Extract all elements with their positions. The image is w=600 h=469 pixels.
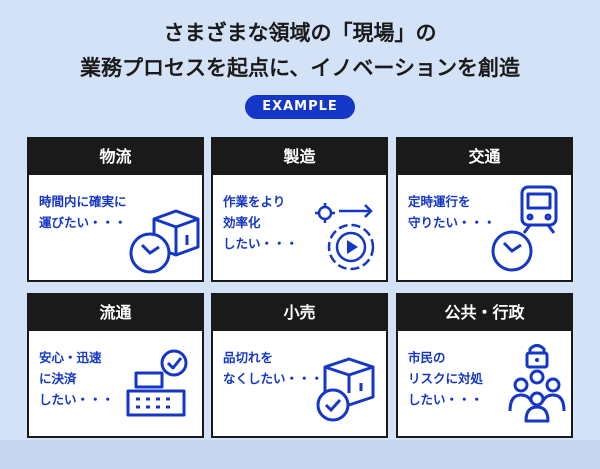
card-title: 物流 xyxy=(29,139,202,175)
card-public-administration: 公共・行政 市民の リスクに対処 したい・・・ xyxy=(396,293,573,438)
card-title: 小売 xyxy=(213,295,386,331)
card-distribution: 流通 安心・迅速 に決済 したい・・・ xyxy=(27,293,204,438)
card-text: 市民の リスクに対処 したい・・・ xyxy=(408,350,484,407)
card-logistics: 物流 時間内に確実に 運びたい・・・ xyxy=(27,137,204,282)
card-title: 公共・行政 xyxy=(398,295,571,331)
register-check-icon xyxy=(126,349,188,417)
box-check-icon xyxy=(316,357,375,422)
card-title: 交通 xyxy=(398,139,571,175)
gear-play-icon xyxy=(315,203,375,271)
card-text: 時間内に確実に 運びたい・・・ xyxy=(39,194,127,230)
card-title: 流通 xyxy=(29,295,202,331)
headline-line-1: さまざまな領域の「現場」の xyxy=(163,21,437,45)
box-clock-icon xyxy=(129,209,200,274)
card-manufacturing: 製造 作業をより 効率化 したい・・・ xyxy=(211,137,388,282)
card-transportation: 交通 定時運行を 守りたい・・・ xyxy=(396,137,573,282)
card-text: 定時運行を 守りたい・・・ xyxy=(408,194,496,230)
card-title: 製造 xyxy=(213,139,386,175)
card-text: 作業をより 効率化 したい・・・ xyxy=(223,194,299,251)
headline-line-2: 業務プロセスを起点に、イノベーションを創造 xyxy=(80,56,520,80)
bottom-band xyxy=(0,440,600,469)
card-text: 安心・迅速 に決済 したい・・・ xyxy=(39,350,115,407)
train-clock-icon xyxy=(491,185,558,272)
card-retail: 小売 品切れを なくしたい・・・ xyxy=(211,293,388,438)
card-text: 品切れを なくしたい・・・ xyxy=(223,350,324,386)
example-badge: EXAMPLE xyxy=(245,95,355,119)
people-lock-icon xyxy=(508,344,566,423)
